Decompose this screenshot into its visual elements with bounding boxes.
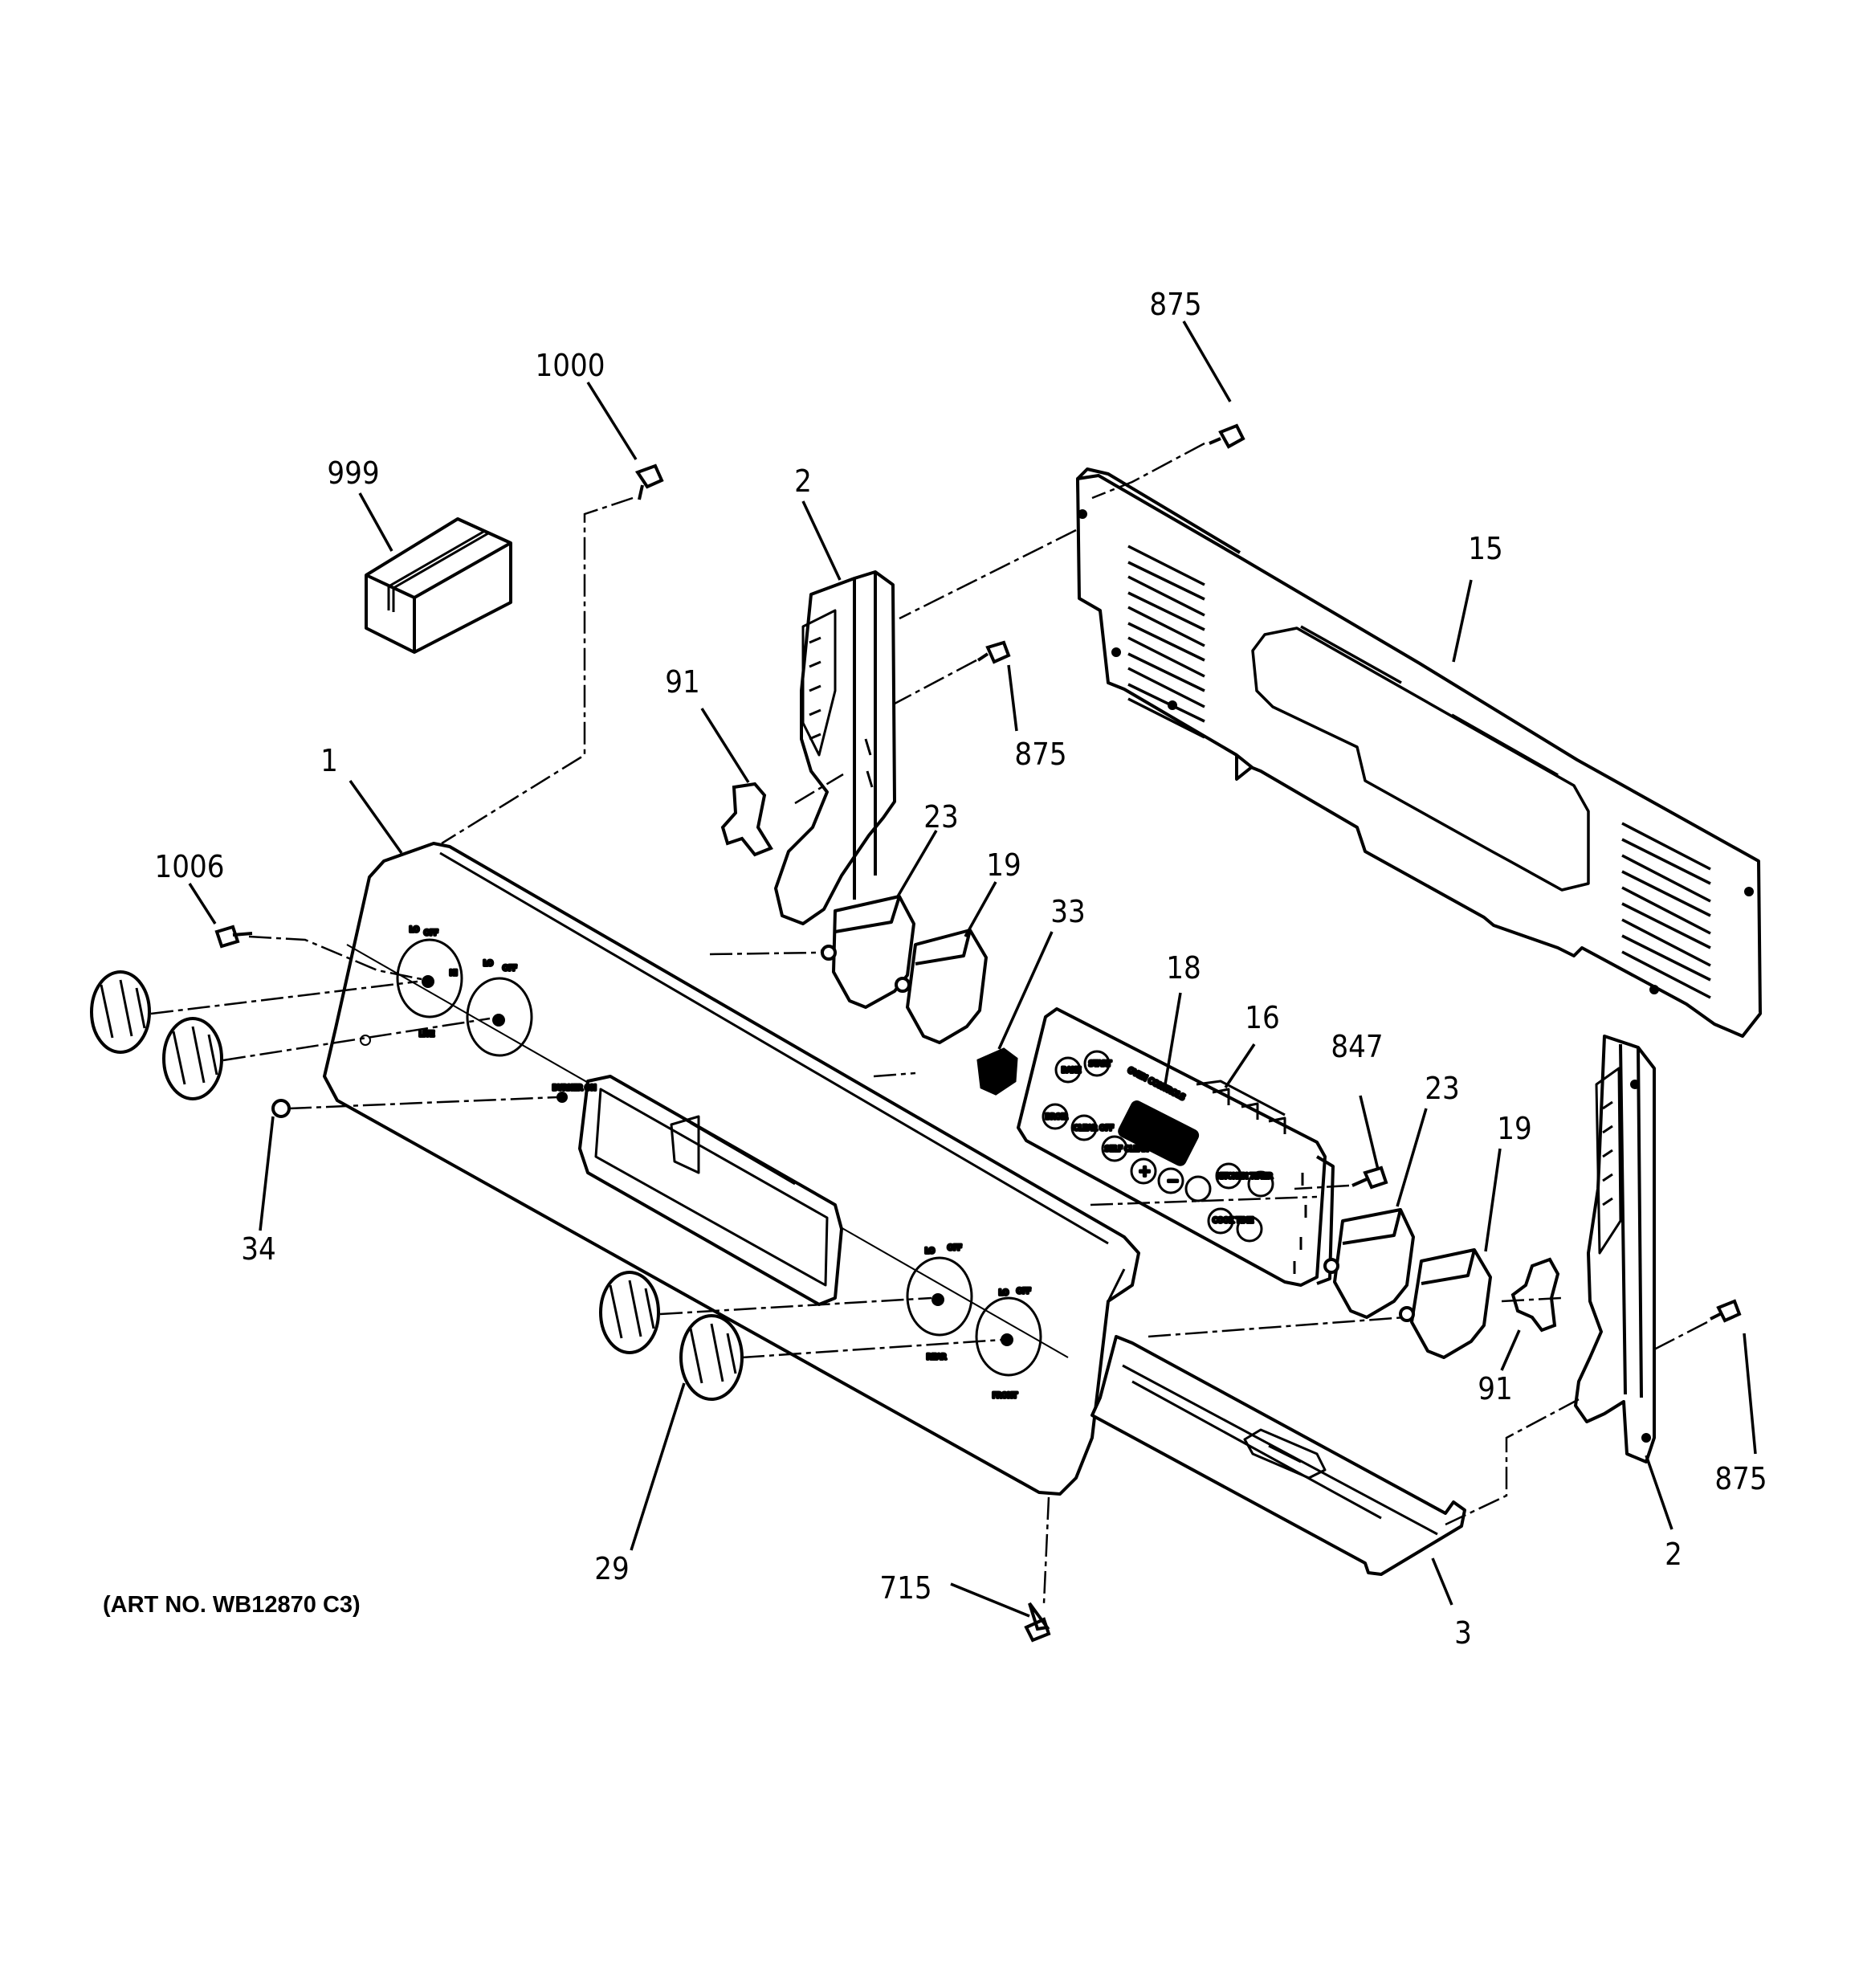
dial-off-label-4: OFF <box>1017 1288 1030 1296</box>
screw-875-top <box>1209 423 1245 449</box>
control-panel-housing: OFF LO HI LITE OFF LO BURNER ON OFF LO R… <box>323 842 1140 1496</box>
callout-23-left: 23 <box>923 799 959 835</box>
callout-18: 18 <box>1166 950 1201 986</box>
callout-715: 715 <box>879 1570 932 1606</box>
infinite-switch-left-front <box>895 929 988 1044</box>
callout-29: 29 <box>594 1551 630 1586</box>
self-clean-key-label: SELF CLEAN <box>1105 1145 1148 1153</box>
assembly-lines <box>150 442 1708 1604</box>
burner-on-label: BURNER ON <box>552 1084 596 1092</box>
screw-875-right <box>1710 1299 1742 1323</box>
dial-hi-label: HI <box>450 970 457 978</box>
hole-plug <box>271 1099 291 1118</box>
dial-off-label: OFF <box>424 929 438 937</box>
screw-1000 <box>634 463 664 500</box>
knob-3 <box>599 1271 660 1354</box>
broil-key-label: BROIL <box>1046 1113 1067 1121</box>
callout-16: 16 <box>1245 1000 1280 1035</box>
callout-999: 999 <box>327 455 379 491</box>
knob-2 <box>162 1017 223 1100</box>
minus-key-label: − <box>1167 1173 1179 1190</box>
callout-34: 34 <box>241 1231 276 1267</box>
callout-2-left: 2 <box>794 463 812 499</box>
clip-right <box>1510 1257 1560 1333</box>
callout-875-top: 875 <box>1149 287 1201 322</box>
end-bracket-right <box>1574 1035 1656 1463</box>
dial-front-label: FRONT <box>993 1392 1017 1400</box>
callout-1006: 1006 <box>155 849 225 884</box>
knob-1 <box>90 970 151 1054</box>
dial-rear-label: REAR <box>927 1353 946 1361</box>
callout-91-right: 91 <box>1478 1371 1513 1406</box>
screw-847 <box>1351 1165 1388 1190</box>
infinite-switch-left-rear <box>820 895 915 1009</box>
callouts: 875 1000 999 2 15 91 875 1 1006 23 19 33… <box>155 287 1767 1651</box>
leader-lines <box>188 320 1757 1618</box>
plus-key-label: + <box>1139 1163 1151 1180</box>
rocker-switch <box>976 1047 1018 1096</box>
infinite-switch-right-front <box>1399 1248 1492 1359</box>
dial-lo-label-3: LO <box>925 1247 935 1255</box>
screw-715 <box>1024 1602 1051 1643</box>
control-display <box>1118 1100 1200 1166</box>
callout-1000: 1000 <box>536 348 605 383</box>
callout-2-right: 2 <box>1665 1537 1682 1572</box>
callout-3: 3 <box>1454 1615 1472 1651</box>
clip-left <box>720 782 773 857</box>
cook-time-key-label: COOK TIME <box>1213 1217 1254 1225</box>
art-number-caption: (ART NO. WB12870 C3) <box>103 1592 361 1618</box>
screw-875-mid <box>976 640 1011 664</box>
callout-33: 33 <box>1050 894 1086 929</box>
bake-key-label: BAKE <box>1062 1067 1081 1075</box>
dial-lite-label: LITE <box>419 1031 434 1039</box>
callout-23-right: 23 <box>1425 1071 1460 1106</box>
screws <box>214 423 1742 1643</box>
backsplash-panel <box>1076 467 1762 1038</box>
callout-875-right: 875 <box>1714 1461 1767 1496</box>
callout-15: 15 <box>1468 531 1503 566</box>
screw-1006 <box>214 925 253 949</box>
kitchen-timer-key-label: KITCHEN TIMER <box>1217 1173 1273 1181</box>
callout-19-right: 19 <box>1497 1111 1532 1146</box>
dial-lo-label: LO <box>410 926 419 934</box>
dial-lo-label-2: LO <box>483 960 493 968</box>
trim-support <box>1090 1335 1466 1576</box>
callout-847: 847 <box>1331 1029 1383 1064</box>
clear-off-key-label: CLEAR OFF <box>1074 1125 1114 1133</box>
dial-off-label-3: OFF <box>948 1244 961 1252</box>
callout-875-mid: 875 <box>1014 737 1066 772</box>
end-bracket-left <box>774 570 896 925</box>
callout-91-left: 91 <box>665 664 700 700</box>
electronic-control-board: 8888 OVEN CONTROLS BAKE START BROIL CLEA… <box>1017 1007 1335 1287</box>
parts-box <box>365 517 512 654</box>
callout-1: 1 <box>320 743 338 778</box>
callout-19-left: 19 <box>986 847 1021 883</box>
infinite-switch-right-rear <box>1323 1208 1415 1319</box>
start-key-label: START <box>1089 1060 1111 1068</box>
knob-4 <box>679 1314 744 1401</box>
dial-off-label-2: OFF <box>503 965 516 973</box>
dial-lo-label-4: LO <box>999 1289 1009 1297</box>
